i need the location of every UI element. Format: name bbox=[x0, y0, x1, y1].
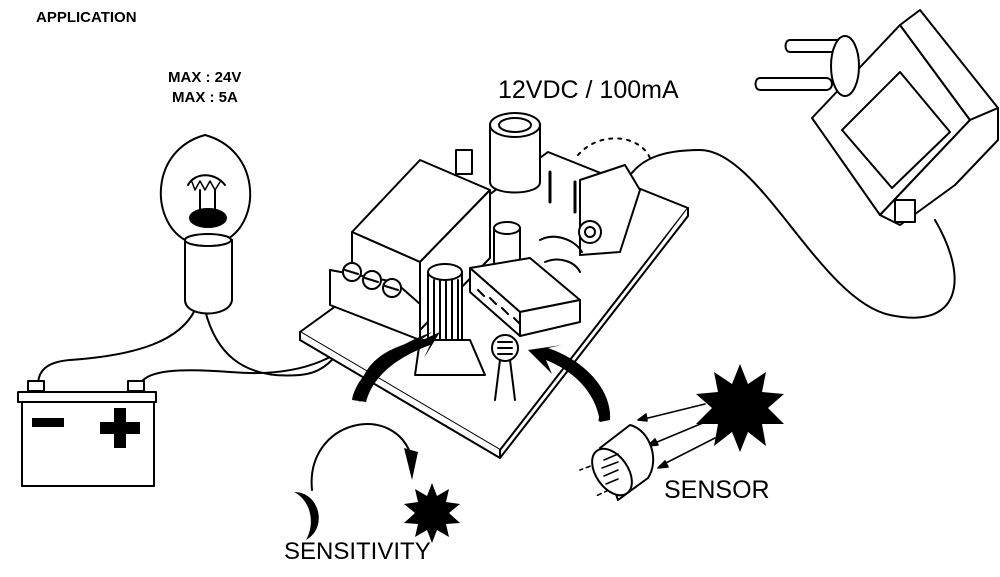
ic-chip bbox=[469, 257, 581, 337]
battery-body bbox=[21, 401, 155, 487]
sun-icon-large bbox=[696, 364, 784, 452]
bulb-base bbox=[184, 239, 233, 315]
terminal-block[interactable] bbox=[329, 262, 421, 341]
wire-adapter-to-board bbox=[627, 149, 956, 319]
sun-icon-small bbox=[404, 483, 460, 543]
minus-icon bbox=[32, 418, 64, 427]
capacitor-large bbox=[489, 112, 541, 194]
power-supply-label: 12VDC / 100mA bbox=[498, 76, 679, 104]
arrow-dark-to-light bbox=[310, 423, 413, 491]
pcb-board bbox=[299, 112, 689, 459]
page-title: APPLICATION bbox=[36, 9, 137, 26]
light-rays bbox=[579, 403, 716, 497]
ldr-onboard bbox=[491, 334, 519, 401]
bulb-contact bbox=[189, 208, 227, 228]
capacitor-small bbox=[493, 221, 521, 269]
power-adapter bbox=[754, 9, 999, 226]
bulb-filament bbox=[187, 174, 226, 186]
moon-icon bbox=[294, 492, 319, 540]
lamp-bulb bbox=[159, 134, 252, 315]
adapter-label-recess bbox=[841, 71, 951, 189]
sensitivity-label: SENSITIVITY bbox=[284, 538, 431, 565]
wire-lamp-to-battery-neg bbox=[37, 309, 196, 386]
ldr-sensor bbox=[591, 424, 655, 501]
sensor-label: SENSOR bbox=[664, 476, 770, 504]
battery bbox=[17, 380, 157, 487]
dc-jack[interactable] bbox=[578, 164, 641, 256]
lamp-current-spec: MAX : 5A bbox=[172, 89, 238, 106]
plug-prong-bottom bbox=[754, 77, 833, 91]
arrows bbox=[310, 332, 716, 497]
plus-icon bbox=[100, 408, 140, 448]
lamp-voltage-spec: MAX : 24V bbox=[168, 69, 242, 86]
dotted-connection bbox=[577, 137, 651, 159]
bulb-glass bbox=[159, 134, 252, 241]
